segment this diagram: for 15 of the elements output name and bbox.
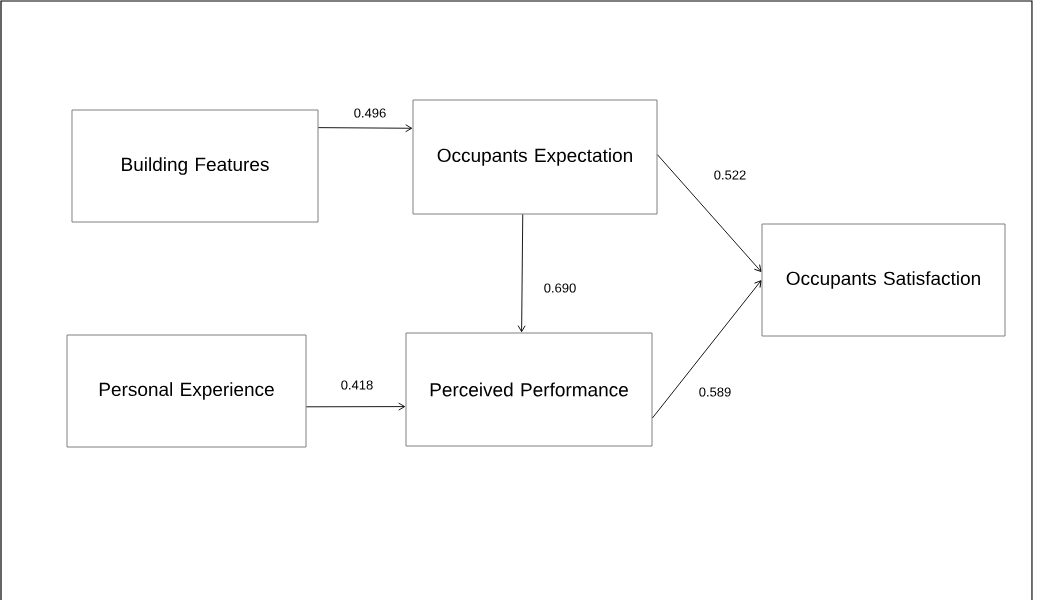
edge-label: 0.418 (339, 379, 375, 391)
construct-box: Building Features (71, 109, 319, 223)
edge-label: 0.522 (712, 169, 748, 181)
construct-box: Occupants Satisfaction (761, 223, 1006, 337)
edge-label: 0.690 (542, 282, 578, 294)
arrow (657, 154, 762, 272)
edge-label: 0.496 (352, 107, 388, 119)
arrow (318, 124, 413, 133)
construct-box: Occupants Expectation (412, 99, 658, 215)
construct-box: Personal Experience (66, 334, 307, 448)
arrow (652, 280, 762, 419)
arrow (517, 214, 526, 333)
construct-box: Perceived Performance (405, 332, 653, 447)
edge-label: 0.589 (697, 386, 733, 398)
arrow (306, 402, 406, 411)
